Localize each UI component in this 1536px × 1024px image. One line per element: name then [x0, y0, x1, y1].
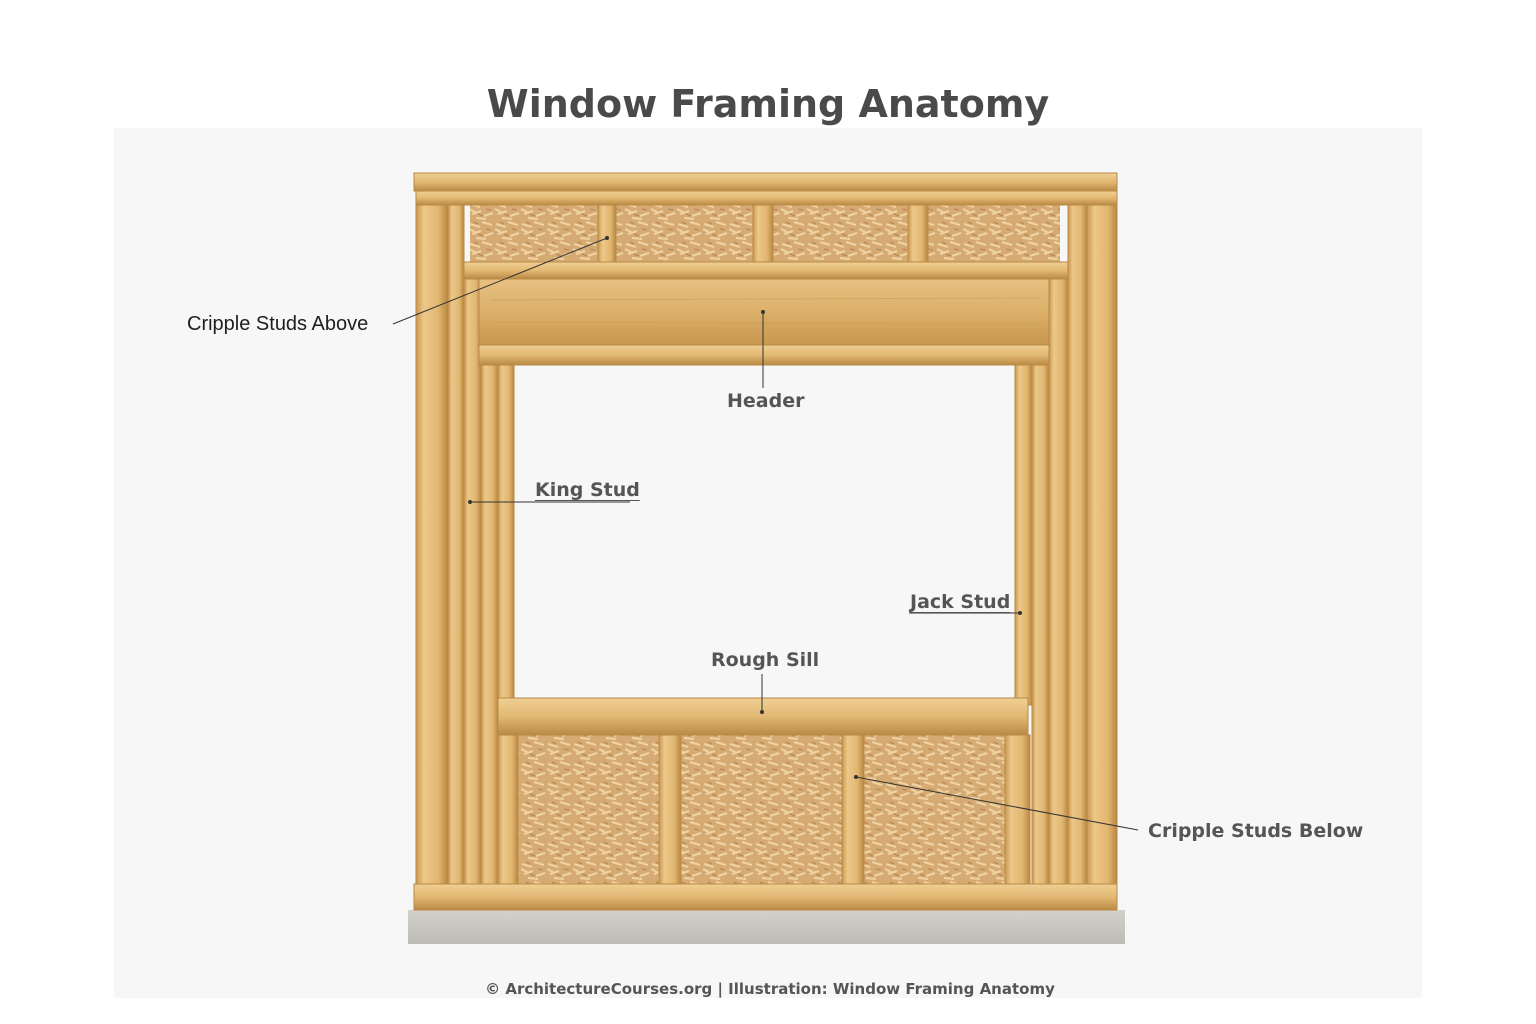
top-plate-upper	[413, 172, 1118, 192]
leader-cripple-below	[855, 776, 1139, 831]
cripple-stud-below-edge-left	[497, 734, 519, 886]
label-cripple-studs-below: Cripple Studs Below	[1148, 820, 1364, 842]
page-title: Window Framing Anatomy	[486, 82, 1050, 126]
king-stud-left-b	[463, 261, 482, 901]
end-stud-right	[1086, 199, 1118, 901]
leader-lines	[392, 237, 1139, 831]
header-bottom-plate	[478, 344, 1050, 366]
end-stud-left	[415, 199, 449, 901]
jack-stud-left	[480, 364, 499, 901]
king-stud-right-a	[1067, 199, 1088, 901]
concrete-foundation	[408, 910, 1125, 944]
header-beam	[478, 278, 1050, 346]
king-stud-right-b	[1048, 261, 1069, 901]
cripple-stud-above-3	[907, 204, 929, 264]
leader-dots	[468, 236, 1022, 779]
label-cripple-studs-above: Cripple Studs Above	[187, 313, 369, 335]
cripple-stud-below-2	[841, 734, 865, 886]
label-header: Header	[727, 390, 805, 412]
cripple-stud-above-2	[752, 204, 774, 264]
cripple-stud-above-1	[597, 204, 617, 264]
label-jack-stud: Jack Stud	[910, 591, 1011, 613]
jack-stud-left-inner	[497, 364, 515, 706]
rough-sill	[497, 697, 1029, 736]
cripple-stud-below-edge-right	[1004, 734, 1031, 886]
jack-stud-right	[1031, 364, 1050, 901]
top-plate-lower	[415, 190, 1118, 206]
header-top-plate	[463, 261, 1069, 280]
leader-cripple-above	[392, 237, 608, 325]
king-stud-left-a	[447, 199, 465, 901]
jack-stud-right-inner	[1014, 364, 1033, 706]
label-king-stud: King Stud	[535, 479, 640, 501]
label-rough-sill: Rough Sill	[711, 649, 820, 671]
cripple-stud-below-1	[658, 734, 682, 886]
bottom-plate	[413, 883, 1118, 911]
copyright-footer: © ArchitectureCourses.org | Illustration…	[485, 980, 1055, 998]
osb-sheathing-lower	[515, 735, 1015, 885]
